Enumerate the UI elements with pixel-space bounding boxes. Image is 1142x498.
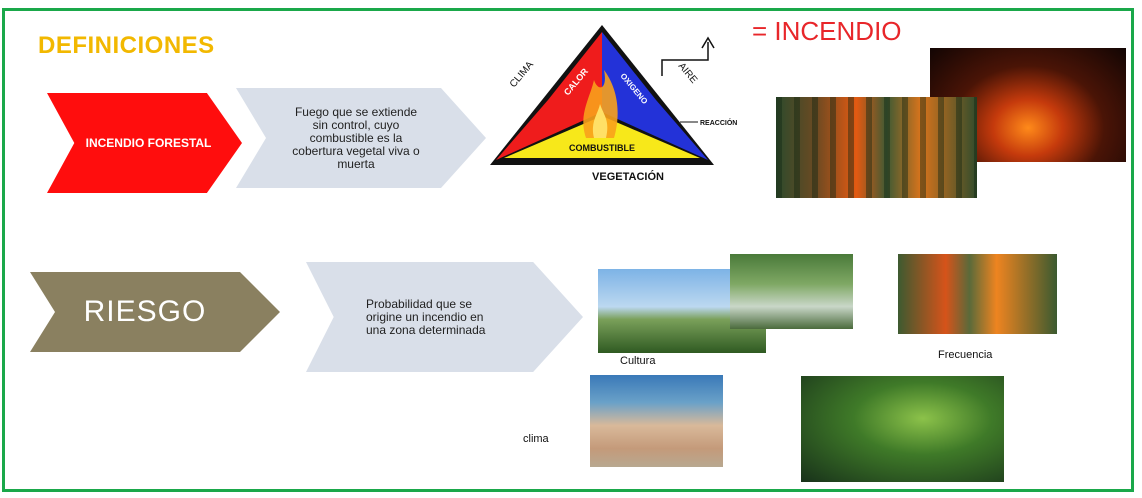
vegetacion-text: VEGETACIÓN: [592, 170, 664, 183]
forest-stream-photo: [730, 254, 853, 329]
incendio-forestal-label: INCENDIO FORESTAL: [85, 136, 212, 150]
forest-fire-photo: [776, 97, 977, 198]
reaccion-text: REACCIÓN: [700, 118, 737, 127]
cultura-label: Cultura: [620, 355, 656, 367]
moss-forest-photo: [801, 376, 1004, 482]
riesgo-definition-chevron: Probabilidad que se origine un incendio …: [306, 262, 583, 372]
oxigeno-region: [602, 32, 656, 100]
slide-title: DEFINICIONES: [38, 32, 215, 59]
clima-label: clima: [523, 433, 549, 445]
aire-side-text: AIRE: [676, 61, 700, 86]
incendio-definition-text: Fuego que se extiende sin control, cuyo …: [292, 104, 420, 171]
clima-side-text: CLIMA: [508, 59, 536, 90]
arrow-head-icon: [701, 36, 715, 49]
riesgo-definition-text: Probabilidad que se origine un incendio …: [366, 296, 486, 337]
incendio-equation: = INCENDIO: [752, 16, 902, 46]
oxigeno-lower: [602, 100, 708, 160]
calor-region: [548, 32, 602, 100]
frecuencia-label: Frecuencia: [938, 349, 993, 361]
riesgo-chevron: RIESGO: [30, 272, 280, 352]
combustible-text: COMBUSTIBLE: [569, 143, 635, 153]
incendio-definition-chevron: Fuego que se extiende sin control, cuyo …: [236, 88, 486, 188]
flame-icon: [583, 70, 618, 138]
frecuencia-fire-photo: [898, 254, 1057, 334]
clima-beach-photo: [590, 375, 723, 467]
flame-core-icon: [592, 104, 608, 138]
fire-triangle-diagram: CALOR OXIGENO COMBUSTIBLE CLIMA AIRE REA…: [490, 25, 737, 183]
riesgo-label: RIESGO: [83, 295, 207, 328]
incendio-forestal-chevron: INCENDIO FORESTAL: [47, 93, 242, 193]
aire-arrow: [661, 42, 709, 76]
slide-frame: [2, 8, 1134, 492]
calor-lower: [496, 100, 602, 160]
